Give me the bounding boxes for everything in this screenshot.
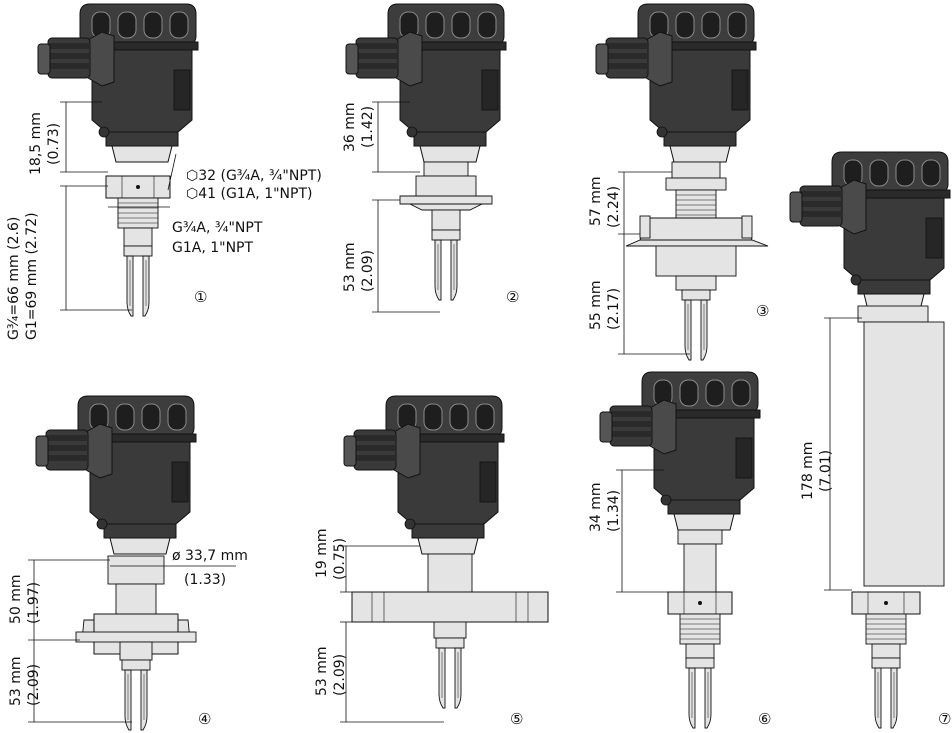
diameter-label: ø 33,7 mm	[172, 548, 248, 564]
variant-3-drawing	[595, 3, 769, 361]
variant-7-marker: ⑦	[938, 710, 951, 728]
variant-2-drawing	[345, 3, 507, 313]
thread-spec-2: G1A, 1"NPT	[172, 240, 253, 256]
variant-7-dim-a: 178 mm	[800, 442, 816, 500]
variant-1-dim-b-alt: G1=69 mm (2.72)	[24, 212, 40, 340]
variant-1-dim-a-inch: (0.73)	[46, 123, 62, 165]
diameter-inch-label: (1.33)	[184, 572, 226, 588]
variant-2-dim-b-inch: (2.09)	[360, 250, 376, 292]
variant-2-dim-a-inch: (1.42)	[360, 106, 376, 148]
variant-4-dim-b-inch: (2.09)	[26, 664, 42, 706]
variant-4-dim-b: 53 mm	[8, 656, 24, 706]
variant-3-dim-b-inch: (2.17)	[606, 288, 622, 330]
variant-3-marker: ③	[756, 302, 769, 320]
variant-7-dim-a-inch: (7.01)	[818, 450, 834, 492]
variant-1-marker: ①	[194, 288, 207, 306]
variant-3-dim-a: 57 mm	[588, 176, 604, 226]
variant-1-dim-a: 18,5 mm	[28, 112, 44, 175]
variant-7-drawing	[789, 151, 951, 729]
variant-4-dim-a-inch: (1.97)	[26, 582, 42, 624]
variant-2-dim-b: 53 mm	[342, 242, 358, 292]
variant-2-dim-a: 36 mm	[342, 102, 358, 152]
thread-spec-1: G¾A, ¾"NPT	[172, 220, 263, 236]
variant-5-marker: ⑤	[510, 710, 523, 728]
hex-size-1: ⬡32 (G¾A, ¾"NPT)	[186, 168, 322, 184]
variant-3-dim-a-inch: (2.24)	[606, 186, 622, 228]
variant-5-dim-b-inch: (2.09)	[332, 654, 348, 696]
variant-3-dim-b: 55 mm	[588, 280, 604, 330]
variant-6-dim-a-inch: (1.34)	[606, 490, 622, 532]
variant-4-marker: ④	[198, 710, 211, 728]
variant-1-dim-b: G¾=66 mm (2.6)	[6, 217, 22, 340]
variant-2-marker: ②	[506, 288, 519, 306]
variant-1-drawing	[37, 3, 199, 317]
variant-4-drawing	[28, 395, 236, 731]
variant-5-dim-a-inch: (0.75)	[332, 538, 348, 580]
variant-5-dim-a: 19 mm	[314, 528, 330, 578]
variant-5-drawing	[340, 395, 549, 723]
variant-6-drawing	[599, 371, 761, 729]
variant-6-marker: ⑥	[758, 710, 771, 728]
variant-4-dim-a: 50 mm	[8, 574, 24, 624]
variant-6-dim-a: 34 mm	[588, 482, 604, 532]
variant-5-dim-b: 53 mm	[314, 646, 330, 696]
hex-size-2: ⬡41 (G1A, 1"NPT)	[186, 186, 312, 202]
